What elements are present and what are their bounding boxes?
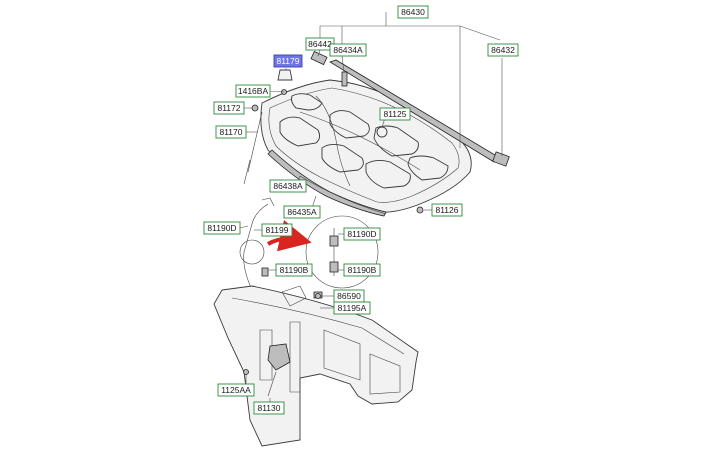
label-86590[interactable]: 86590 <box>333 289 365 303</box>
svg-text:86432: 86432 <box>491 45 515 55</box>
svg-text:81190B: 81190B <box>348 265 377 275</box>
label-86430[interactable]: 86430 <box>397 5 429 19</box>
label-1125AA[interactable]: 1125AA <box>217 383 255 397</box>
svg-text:81170: 81170 <box>219 127 242 137</box>
label-81172[interactable]: 81172 <box>213 101 245 115</box>
label-81190D-left[interactable]: 81190D <box>203 221 241 235</box>
label-86435A[interactable]: 86435A <box>283 205 321 219</box>
hood-gas-strut <box>243 111 263 185</box>
label-81199[interactable]: 81199 <box>261 223 293 237</box>
hood-seal-strip <box>310 50 510 167</box>
svg-text:86434A: 86434A <box>333 45 363 55</box>
svg-text:81199: 81199 <box>265 225 288 235</box>
svg-text:1125AA: 1125AA <box>221 385 251 395</box>
zoom-arrow <box>267 220 312 252</box>
svg-text:86435A: 86435A <box>287 207 317 217</box>
label-81179[interactable]: 81179 <box>273 54 303 68</box>
svg-text:86442: 86442 <box>308 39 332 49</box>
svg-text:81195A: 81195A <box>338 303 367 313</box>
clip-81126 <box>416 206 424 214</box>
svg-text:86430: 86430 <box>401 7 425 17</box>
label-81130[interactable]: 81130 <box>253 401 285 415</box>
front-panel <box>213 285 419 447</box>
svg-text:81126: 81126 <box>435 205 458 215</box>
label-86434A[interactable]: 86434A <box>329 43 367 57</box>
svg-text:1416BA: 1416BA <box>238 86 269 96</box>
svg-text:81190B: 81190B <box>280 265 309 275</box>
svg-text:81190D: 81190D <box>347 229 376 239</box>
label-81190D-inset[interactable]: 81190D <box>343 227 381 241</box>
svg-text:81172: 81172 <box>217 103 240 113</box>
label-81170[interactable]: 81170 <box>215 125 247 139</box>
svg-text:86438A: 86438A <box>273 181 303 191</box>
label-81190B-inset[interactable]: 81190B <box>343 263 381 277</box>
label-86432[interactable]: 86432 <box>487 43 519 57</box>
label-81126[interactable]: 81126 <box>431 203 463 217</box>
label-81195A[interactable]: 81195A <box>333 301 371 315</box>
svg-text:81190D: 81190D <box>207 223 236 233</box>
svg-text:81125: 81125 <box>383 109 406 119</box>
label-81125[interactable]: 81125 <box>379 107 411 121</box>
svg-text:81179: 81179 <box>276 56 299 66</box>
label-81190B-left[interactable]: 81190B <box>275 263 313 277</box>
svg-text:86590: 86590 <box>337 291 361 301</box>
label-86438A[interactable]: 86438A <box>269 179 307 193</box>
hood-panel <box>260 79 472 217</box>
svg-text:81130: 81130 <box>257 403 280 413</box>
label-1416BA[interactable]: 1416BA <box>235 84 271 98</box>
